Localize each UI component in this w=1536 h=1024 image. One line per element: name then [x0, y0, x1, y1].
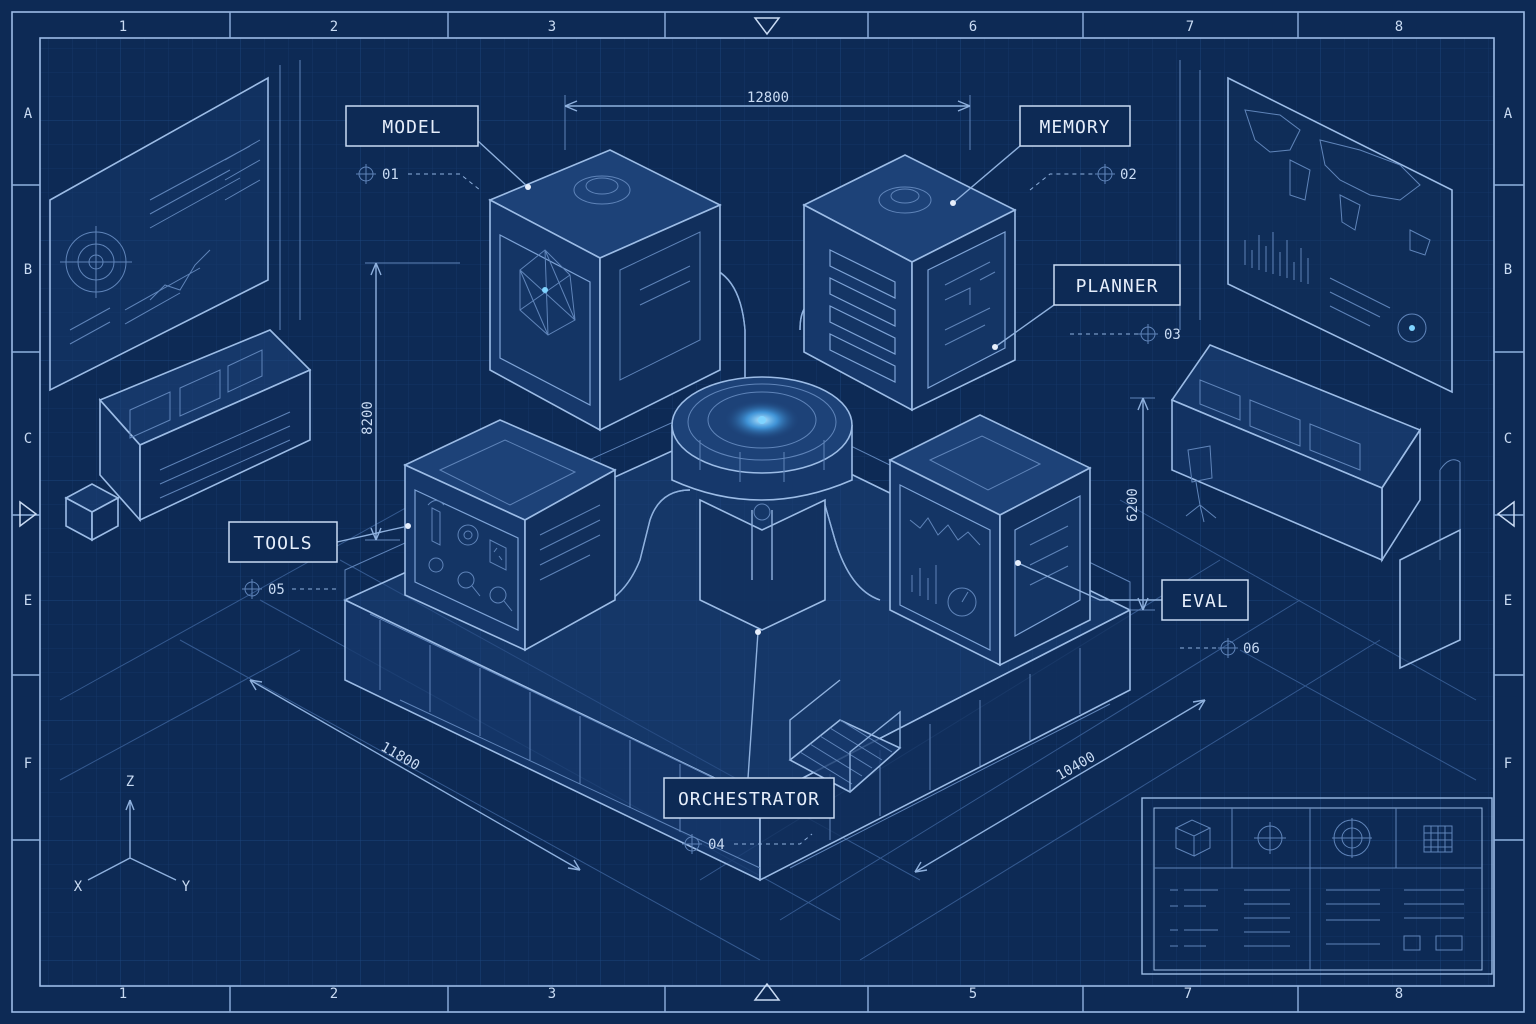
grid-icon	[1423, 825, 1453, 853]
office-chair-icon	[1185, 445, 1217, 523]
col-label: 8	[1395, 986, 1403, 1002]
col-label: 5	[969, 986, 977, 1002]
row-label: B	[1504, 262, 1512, 278]
col-label: 1	[119, 986, 127, 1002]
memory-module	[802, 154, 1017, 412]
dimension-label: 12800	[747, 90, 789, 106]
magnifier-icon	[457, 571, 475, 589]
row-label: B	[24, 262, 32, 278]
col-label: 6	[969, 19, 977, 35]
row-labels-left: A B C E F	[24, 106, 33, 772]
eval-module	[888, 414, 1092, 667]
col-label: 3	[548, 986, 556, 1002]
settings-icon	[428, 557, 444, 573]
callout-label: TOOLS	[253, 533, 312, 554]
col-label: 7	[1186, 19, 1194, 35]
center-marker-top	[753, 17, 781, 36]
orchestrator-core	[671, 376, 853, 631]
callout-model: MODEL 01	[345, 105, 531, 191]
left-console	[64, 329, 312, 542]
dimension-width-top: 12800	[564, 90, 971, 150]
row-label: A	[24, 106, 33, 122]
world-map-icon	[1244, 109, 1431, 256]
title-block	[1141, 797, 1493, 975]
callout-tools: TOOLS 05	[228, 521, 411, 599]
callout-ref: 02	[1120, 167, 1137, 183]
search-icon	[489, 586, 507, 604]
row-label: A	[1504, 106, 1513, 122]
wrench-icon	[427, 500, 445, 546]
row-label: E	[1504, 593, 1512, 609]
callout-ref: 04	[708, 837, 725, 853]
callout-memory: MEMORY 02	[950, 105, 1137, 206]
code-icon	[489, 539, 507, 571]
dimension-height-left: 8200	[360, 262, 460, 541]
col-label: 1	[119, 19, 127, 35]
callout-label: MODEL	[382, 117, 441, 138]
row-label: F	[24, 756, 32, 772]
callout-ref: 03	[1164, 327, 1181, 343]
axis-label-y: Y	[182, 879, 191, 895]
center-marker-right	[1496, 500, 1515, 528]
callout-ref: 01	[382, 167, 399, 183]
target-icon	[1332, 818, 1372, 858]
crosshair-icon	[1254, 822, 1286, 854]
bar-chart-icon	[911, 565, 937, 604]
axis-label-x: X	[74, 879, 83, 895]
gauge-icon	[947, 587, 977, 617]
axis-indicator: Z X Y	[74, 774, 191, 895]
col-label: 2	[330, 19, 338, 35]
left-wall-screen	[49, 60, 301, 392]
row-label: C	[24, 431, 32, 447]
row-labels-right: A B C E F	[1504, 106, 1513, 772]
callout-label: PLANNER	[1076, 276, 1159, 297]
waveform-icon	[909, 517, 981, 546]
callout-eval: EVAL 06	[1015, 560, 1260, 658]
center-marker-bottom	[753, 982, 781, 1001]
neural-network-icon	[519, 249, 576, 336]
row-label: F	[1504, 756, 1512, 772]
gear-icon	[457, 524, 479, 546]
column-labels-bottom: 1 2 3 5 7 8	[119, 986, 1403, 1002]
tools-icons	[427, 500, 513, 612]
callout-label: ORCHESTRATOR	[678, 789, 820, 810]
dimension-label: 8200	[360, 401, 376, 435]
callout-ref: 05	[268, 582, 285, 598]
callout-orchestrator: ORCHESTRATOR 04	[663, 629, 835, 854]
drawing-frame	[11, 11, 1525, 1013]
memory-stack-icon	[829, 249, 896, 383]
dimension-label: 6200	[1125, 488, 1141, 522]
col-label: 2	[330, 986, 338, 1002]
right-wall-screen	[1179, 60, 1453, 394]
callout-planner: PLANNER 03	[992, 264, 1181, 350]
dimension-height-right: 6200	[1125, 397, 1155, 611]
column-labels-top: 1 2 3 6 7 8	[119, 19, 1403, 35]
col-label: 3	[548, 19, 556, 35]
callout-label: MEMORY	[1039, 117, 1110, 138]
right-console	[1170, 344, 1461, 670]
model-module	[488, 149, 722, 432]
axis-label-z: Z	[126, 774, 134, 790]
row-label: C	[1504, 431, 1512, 447]
callout-label: EVAL	[1181, 591, 1228, 612]
col-label: 8	[1395, 19, 1403, 35]
cube-icon	[1174, 819, 1212, 857]
row-label: E	[24, 593, 32, 609]
center-marker-left	[19, 500, 38, 528]
col-label: 7	[1184, 986, 1192, 1002]
callout-ref: 06	[1243, 641, 1260, 657]
tools-module	[403, 419, 617, 652]
